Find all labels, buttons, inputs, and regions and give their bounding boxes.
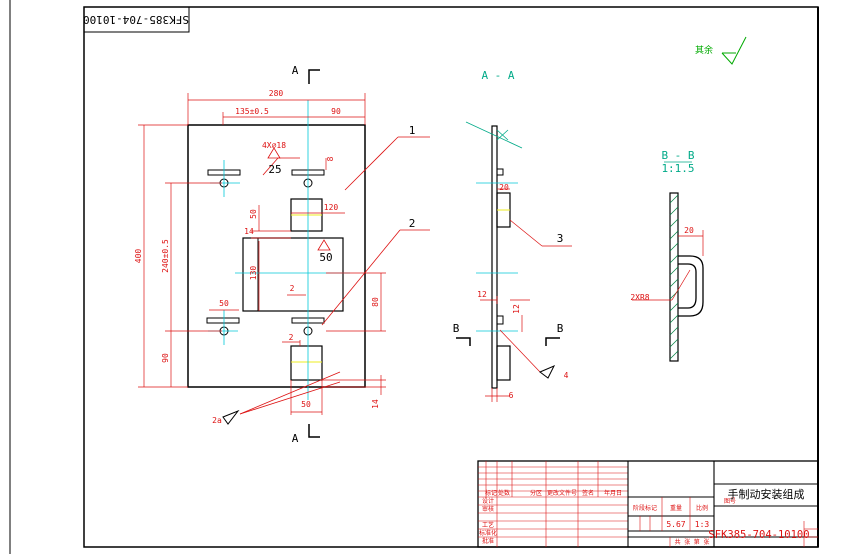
aa-plate [491, 125, 498, 389]
dim-offset: 135±0.5 [235, 107, 269, 116]
aa-weld-4: 4 [564, 371, 569, 380]
slot-lower-left [206, 317, 240, 324]
tb-cell-zone: 分区 [530, 489, 542, 497]
bb-plate [669, 192, 679, 362]
section-marker-a-bottom: A [292, 424, 320, 445]
tb-cell-signature: 签名 [582, 489, 594, 497]
bb-dim-20: 20 [684, 226, 694, 235]
plate-outline [187, 124, 366, 388]
section-bb-title: B - B [661, 149, 694, 162]
section-aa-view: A - A 20 12 12 6 [465, 69, 572, 402]
bb-handle-inner [678, 263, 697, 309]
dim-slot-width: 50 [219, 299, 229, 308]
front-view: 280 135±0.5 90 400 240±0.5 90 50 8 4X∅18… [134, 89, 430, 425]
tb-cell-change-doc: 更改文件号 [547, 489, 577, 497]
svg-text:B: B [557, 322, 564, 335]
check-icon [721, 36, 747, 65]
tb-left-design: 设计 [482, 497, 494, 505]
dim-overall-width: 280 [269, 89, 284, 98]
bb-radius: 2XR8 [630, 293, 649, 302]
section-marker-b-right: B [545, 322, 564, 346]
aa-dim-20: 20 [499, 183, 509, 192]
svg-text:B: B [453, 322, 460, 335]
tb-left-process: 工艺 [482, 521, 494, 529]
dim-slot-depth: 8 [326, 156, 335, 161]
middle-box [242, 237, 344, 312]
tb-drawing-number: SFK385-704-10100 [708, 529, 809, 541]
section-aa-title: A - A [481, 69, 514, 82]
tb-left-review: 审核 [482, 505, 494, 513]
dim-2-mid: 2 [290, 284, 295, 293]
tb-stage-mark: 阶段标记 [633, 504, 657, 512]
drawing-frame [83, 6, 819, 548]
dim-pitch: 240±0.5 [161, 239, 170, 273]
aa-dim-12b: 12 [512, 304, 521, 314]
tb-left-approve: 批准 [482, 537, 494, 545]
weld-symbol [222, 409, 240, 425]
section-bb-scale: 1:1.5 [661, 162, 694, 175]
tb-weight-value: 5.67 [666, 520, 685, 529]
dim-14-left: 14 [244, 227, 254, 236]
roughness-triangle-50 [317, 239, 331, 251]
dim-lower-height: 90 [161, 353, 170, 363]
balloon-2: 2 [409, 217, 416, 230]
tb-left-standard: 标准化 [479, 529, 497, 537]
tb-cell-date: 年月日 [604, 489, 622, 497]
weld-2a-label: 2a [212, 416, 222, 425]
title-block: 标记 处数 分区 更改文件号 签名 年月日 设计 审核 工艺 标准化 批准 阶段… [477, 460, 819, 548]
bb-handle-outer [678, 255, 704, 317]
dim-right-width: 90 [331, 107, 341, 116]
roughness-50-label: 50 [319, 251, 332, 264]
aa-dim-12a: 12 [477, 290, 487, 299]
dim-80: 80 [371, 297, 380, 307]
dim-120: 120 [324, 203, 339, 212]
aa-lower-bracket [496, 345, 511, 381]
balloon-3: 3 [557, 232, 564, 245]
aa-dim-6: 6 [509, 391, 514, 400]
dim-50-upper: 50 [249, 209, 258, 219]
roughness-note: 其余 [695, 44, 713, 56]
front-dim-lines [138, 93, 386, 415]
dim-14-bottom: 14 [371, 399, 380, 409]
svg-text:A: A [292, 64, 299, 77]
bb-hatch [669, 194, 679, 360]
balloon-1: 1 [409, 124, 416, 137]
hole-note: 4X∅18 [262, 141, 286, 150]
section-marker-b-left: B [453, 322, 471, 346]
dim-130: 130 [249, 266, 258, 281]
tb-title: 手制动安装组成 [728, 487, 805, 501]
tb-scale-label: 比例 [696, 504, 708, 512]
dim-overall-height: 400 [134, 249, 143, 264]
tb-code-label: 图号 [724, 498, 736, 505]
lower-bracket [290, 345, 323, 381]
roughness-triangle-25 [267, 147, 281, 159]
tb-cell-mark: 标记 [485, 489, 497, 497]
svg-text:A: A [292, 432, 299, 445]
aa-dim-lines [480, 188, 572, 402]
roughness-25-label: 25 [268, 163, 281, 176]
tb-sheet: 共 张 第 张 [675, 538, 710, 546]
section-marker-a-top: A [292, 64, 320, 84]
aa-weld-symbol [539, 365, 556, 379]
tb-weight-label: 重量 [670, 504, 682, 512]
drawing-number-stamp-text: SFK385-704-10100 [83, 13, 189, 26]
dim-2-low: 2 [289, 333, 294, 342]
tb-scale-value: 1:3 [695, 520, 710, 529]
tb-cell-count: 处数 [498, 489, 510, 497]
dim-50-bottom: 50 [301, 400, 311, 409]
drawing-number-stamp: SFK385-704-10100 [83, 6, 190, 33]
section-bb-view: B - B 1:1.5 20 2XR8 [630, 149, 704, 362]
front-leaders [239, 136, 430, 415]
